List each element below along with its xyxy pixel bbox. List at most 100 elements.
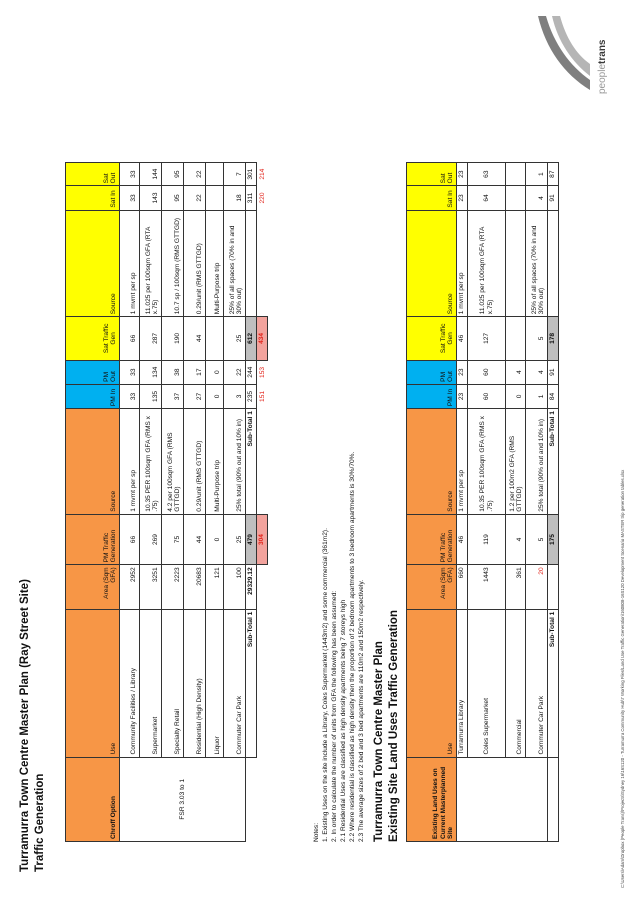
row-sat-gen	[505, 316, 526, 361]
row-sat-gen: 25	[223, 316, 246, 361]
table-row: Commuter Car Park 100 25 25% total (90% …	[223, 162, 246, 842]
row-sat-source: 1 mvmt per sp	[456, 210, 468, 317]
file-path-footer: C:\Users\Adam\Dropbox (People Trans)\Pro…	[620, 469, 625, 888]
col-header-sat-out: Sat Out	[406, 162, 457, 186]
row-sat-in: 33	[119, 185, 140, 211]
row-sat-out: 7	[223, 162, 246, 186]
col-header-sat-gen: Sat Traffic Gen	[406, 316, 457, 361]
row-pm-gen: 46	[456, 514, 468, 565]
row-pm-in: 37	[161, 384, 184, 409]
row-pm-in: 0	[205, 384, 224, 409]
row-sat-gen: 127	[467, 316, 506, 361]
row-sat-out	[505, 162, 526, 186]
col-header-option: Chroff Option	[65, 757, 120, 842]
col-header-pm-gen: PM Traffic Generation	[65, 514, 120, 565]
row-sat-in: 18	[223, 185, 246, 211]
page-subtitle: Traffic Generation	[34, 773, 46, 872]
col-header-sat-out: Sat Out	[65, 162, 120, 186]
option-cell: FSR 3.03 to 1	[119, 757, 246, 842]
table-row: Residential (High Density) 20683 44 0.29…	[183, 162, 206, 842]
note-line: 1. Existing Uses on the site include a L…	[322, 528, 329, 842]
notes-label: Notes:	[313, 822, 320, 842]
col-header-sat-source: Source	[65, 210, 120, 317]
row-area: 1443	[467, 564, 506, 610]
row-pm-source: 1 mvmt per sp	[456, 408, 468, 515]
col-header-sat-in: Sat In	[65, 185, 120, 211]
row-pm-source: 10.35 PER 100sqm GFA (RMS x .75)	[139, 408, 162, 515]
row-sat-in: 143	[139, 185, 162, 211]
row-pm-out: 60	[467, 360, 506, 385]
net-sat-in: 220	[258, 192, 266, 204]
subtotal-pm-in: 84	[547, 384, 559, 409]
row-use: Specialty Retail	[161, 609, 184, 758]
row-use: Supermarket	[139, 609, 162, 758]
row-pm-gen: 119	[467, 514, 506, 565]
section-title: Turramurra Town Centre Master Plan	[373, 641, 385, 842]
row-pm-source: Multi-Purpose trip	[205, 408, 224, 515]
net-pm-out: 153	[258, 366, 266, 378]
net-sat-out: 214	[258, 168, 266, 180]
subtotal-blank	[245, 210, 257, 317]
row-sat-gen: 46	[456, 316, 468, 361]
row-use: Residential (High Density)	[183, 609, 206, 758]
row-pm-in: 1	[525, 384, 548, 409]
row-sat-out: 63	[467, 162, 506, 186]
table-row: Coles Supermarket 1443 119 10.35 PER 100…	[467, 162, 506, 842]
row-sat-gen: 287	[139, 316, 162, 361]
row-pm-source: 25% total (90% out and 10% in)	[525, 408, 548, 515]
row-area: 660	[456, 564, 468, 610]
subtotal-pm-out: 91	[547, 360, 559, 385]
row-area: 121	[205, 564, 224, 610]
subtotal-label: Sub-Total 1	[547, 609, 559, 758]
row-sat-source: 11.025 per 100sqm GFA (RTA x.75)	[467, 210, 506, 317]
row-sat-in: 4	[525, 185, 548, 211]
col-header-sat-source: Source	[406, 210, 457, 317]
row-sat-source: 0.29/unit (RMS GTTGD)	[183, 210, 206, 317]
row-pm-out: 17	[183, 360, 206, 385]
logo-wordmark: peopletrans	[597, 39, 608, 94]
row-sat-source: Multi-Purpose trip	[205, 210, 224, 317]
row-sat-out	[205, 162, 224, 186]
col-header-area: Area (Sqm GFA)	[65, 564, 120, 610]
row-area: 2223	[161, 564, 184, 610]
row-pm-source: 4.2 per 100sqm GFA (RMS GTTGD)	[161, 408, 184, 515]
blank-cell	[547, 757, 559, 842]
row-pm-in: 23	[456, 384, 468, 409]
row-pm-gen: 75	[161, 514, 184, 565]
col-header-sat-in: Sat In	[406, 185, 457, 211]
row-sat-gen: 5	[525, 316, 548, 361]
subtotal-sat-out: 87	[547, 162, 559, 186]
row-sat-in: 22	[183, 185, 206, 211]
subtotal-pm-in: 235	[245, 384, 257, 409]
row-sat-source: 11.025 per 100sqm GFA (RTA x.75)	[139, 210, 162, 317]
row-sat-out: 22	[183, 162, 206, 186]
note-line: 2. In order to calculate the number of u…	[331, 590, 338, 842]
row-sat-source: 25% of all spaces (70% in and 30% out)	[223, 210, 246, 317]
row-sat-source	[505, 210, 526, 317]
row-sat-source: 25% of all spaces (70% in and 30% out)	[525, 210, 548, 317]
col-header-use: Use	[406, 609, 457, 758]
row-sat-in: 95	[161, 185, 184, 211]
row-use: Commercial	[505, 609, 526, 758]
row-sat-in: 23	[456, 185, 468, 211]
subtotal-pm-gen: 175	[547, 514, 559, 565]
col-header-sat-gen: Sat Traffic Gen	[65, 316, 120, 361]
row-pm-out: 4	[505, 360, 526, 385]
row-sat-out: 144	[139, 162, 162, 186]
row-pm-in: 60	[467, 384, 506, 409]
subtotal-area: 29329.12	[245, 564, 257, 610]
row-pm-out: 4	[525, 360, 548, 385]
table-row: Turramurra Library 660 46 1 mvmt per sp …	[456, 162, 548, 842]
row-pm-gen: 44	[183, 514, 206, 565]
row-sat-gen	[205, 316, 224, 361]
net-row: 304 151 153 434 220 214	[256, 163, 268, 842]
subtotal-label: Sub-Total 1	[245, 609, 257, 758]
row-sat-gen: 44	[183, 316, 206, 361]
row-pm-source: 10.35 PER 100sqm GFA (RMS x .75)	[467, 408, 506, 515]
subtotal-pm-gen: 479	[245, 514, 257, 565]
subtotal-sat-gen: 612	[245, 316, 257, 361]
table-header-row: Chroff Option Use Area (Sqm GFA) PM Traf…	[65, 162, 120, 842]
row-pm-out: 33	[119, 360, 140, 385]
col-header-pm-source: Source	[406, 408, 457, 515]
